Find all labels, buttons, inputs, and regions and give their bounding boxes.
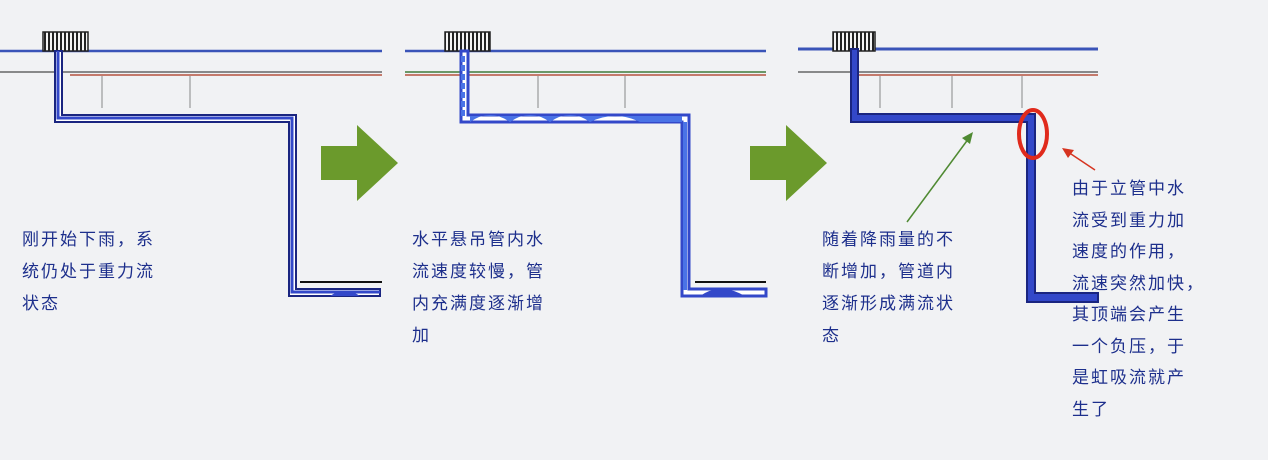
drain-pipe bbox=[54, 50, 381, 297]
negative-pressure-circle bbox=[1017, 108, 1049, 160]
arrowhead bbox=[1062, 148, 1074, 158]
roof-drain-icon bbox=[42, 31, 89, 52]
caption-line: 随着降雨量的不 bbox=[822, 230, 955, 250]
caption-line: 由于立管中水 bbox=[1072, 179, 1186, 199]
caption-line: 其顶端会产生 bbox=[1072, 305, 1186, 325]
pipe-wall-left bbox=[56, 51, 380, 294]
flow-arrow-icon bbox=[750, 125, 827, 201]
panel-4-caption: 由于立管中水 流受到重力加 速度的作用， 流速突然加快， 其顶端会产生 一个负压… bbox=[1072, 174, 1205, 426]
caption-line: 刚开始下雨，系 bbox=[22, 230, 155, 250]
panel-2-partial-flow: 水平悬吊管内水 流速度较慢，管 内充满度逐渐增 加 bbox=[405, 31, 768, 352]
caption-line: 逐渐形成满流状 bbox=[822, 294, 955, 314]
panel-2-caption: 水平悬吊管内水 流速度较慢，管 内充满度逐渐增 加 bbox=[412, 224, 545, 352]
roof-drain-icon bbox=[444, 31, 491, 52]
panel-3-caption: 随着降雨量的不 断增加，管道内 逐渐形成满流状 态 bbox=[822, 224, 955, 352]
panel-1-initial-gravity-flow: 刚开始下雨，系 统仍处于重力流 状态 bbox=[0, 31, 382, 320]
annotation-pointer-green bbox=[906, 137, 970, 223]
arrowhead bbox=[962, 132, 973, 144]
flow-arrow-icon bbox=[321, 125, 398, 201]
water-pocket bbox=[330, 291, 360, 296]
panel-1-caption: 刚开始下雨，系 统仍处于重力流 状态 bbox=[22, 224, 155, 320]
caption-line: 一个负压，于 bbox=[1072, 336, 1186, 357]
caption-line: 断增加，管道内 bbox=[822, 262, 955, 282]
water-pocket bbox=[700, 289, 745, 296]
caption-line: 是虹吸流就产 bbox=[1072, 368, 1186, 388]
caption-line: 状态 bbox=[22, 294, 60, 314]
caption-line: 速度的作用， bbox=[1072, 242, 1186, 262]
drain-pipe-full bbox=[850, 48, 1099, 303]
annotation-pointer-red bbox=[1067, 151, 1096, 171]
caption-line: 水平悬吊管内水 bbox=[412, 230, 545, 250]
caption-line: 加 bbox=[412, 326, 431, 346]
water-fill bbox=[459, 49, 768, 298]
caption-line: 生了 bbox=[1072, 399, 1110, 420]
caption-line: 流速突然加快， bbox=[1072, 273, 1205, 294]
panel-3-full-flow: 随着降雨量的不 断增加，管道内 逐渐形成满流状 态 bbox=[798, 31, 1099, 352]
caption-line: 态 bbox=[822, 326, 841, 346]
caption-line: 流受到重力加 bbox=[1072, 210, 1186, 231]
caption-line: 统仍处于重力流 bbox=[22, 262, 155, 282]
caption-line: 内充满度逐渐增 bbox=[412, 294, 545, 314]
water-waves bbox=[470, 115, 682, 122]
caption-line: 流速度较慢，管 bbox=[412, 262, 545, 282]
